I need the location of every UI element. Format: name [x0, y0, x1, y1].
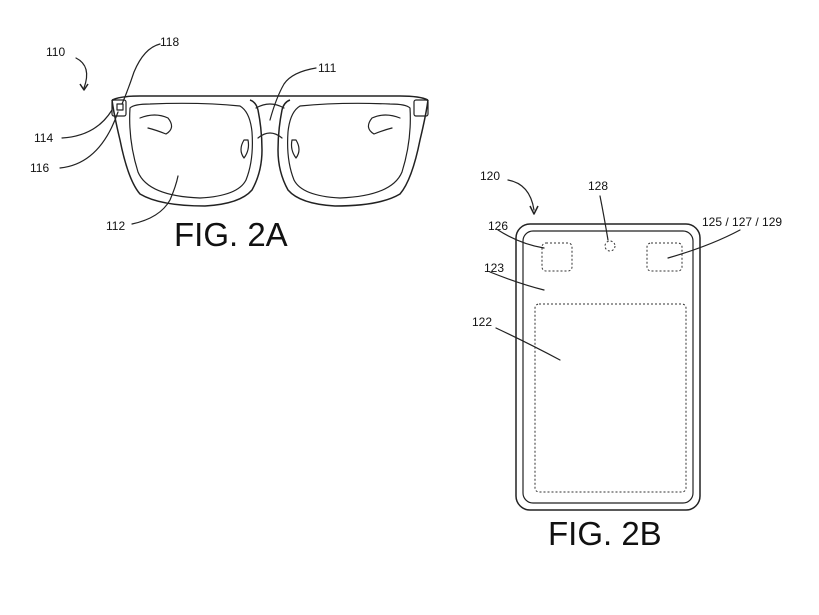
leader-123 [489, 271, 545, 291]
frame-right-rim-outer [277, 99, 429, 207]
nose-pad-right [290, 139, 300, 159]
label-114: 114 [34, 131, 53, 145]
fig-2a-leaders [59, 43, 317, 225]
arrow-110 [79, 83, 89, 91]
glasses-drawing [111, 95, 429, 207]
nose-pad-left [240, 139, 250, 159]
sensor-left [541, 242, 573, 272]
leader-114 [61, 109, 113, 139]
label-128: 128 [588, 179, 608, 193]
device-outer-body [515, 223, 701, 511]
leader-111 [269, 67, 317, 121]
leader-126 [497, 229, 545, 249]
leader-125-127-129 [667, 229, 741, 259]
caption-fig-2a: FIG. 2A [174, 216, 288, 253]
leader-128 [599, 195, 609, 241]
leader-118 [121, 43, 161, 105]
label-110: 110 [46, 45, 65, 59]
label-125-127-129: 125 / 127 / 129 [702, 215, 782, 229]
camera [604, 240, 616, 252]
label-120: 120 [480, 169, 500, 183]
display [534, 303, 687, 493]
frame-bridge [255, 103, 285, 139]
device-drawing [515, 223, 701, 511]
frame-top-bar [111, 95, 429, 101]
right-lens [287, 102, 411, 199]
arrow-120 [529, 205, 539, 215]
label-112: 112 [106, 219, 125, 233]
device-housing [522, 230, 694, 504]
label-123: 123 [484, 261, 504, 275]
label-122: 122 [472, 315, 492, 329]
left-lens [129, 102, 253, 199]
fig-2b-leaders [489, 179, 741, 361]
label-118: 118 [160, 35, 179, 49]
leader-112 [131, 175, 179, 225]
label-126: 126 [488, 219, 508, 233]
sensor-module [116, 103, 124, 111]
hinge-right [413, 99, 429, 117]
leader-122 [495, 327, 561, 361]
hinge-left [111, 99, 127, 117]
caption-fig-2b: FIG. 2B [548, 515, 662, 552]
frame-left-rim-outer [111, 99, 263, 207]
temple-right [367, 114, 401, 135]
label-116: 116 [30, 161, 49, 175]
leader-110 [75, 57, 88, 89]
sensor-right [646, 242, 683, 272]
leader-116 [59, 111, 119, 169]
temple-left [139, 114, 173, 135]
label-111: 111 [318, 61, 337, 75]
leader-120 [507, 179, 535, 211]
